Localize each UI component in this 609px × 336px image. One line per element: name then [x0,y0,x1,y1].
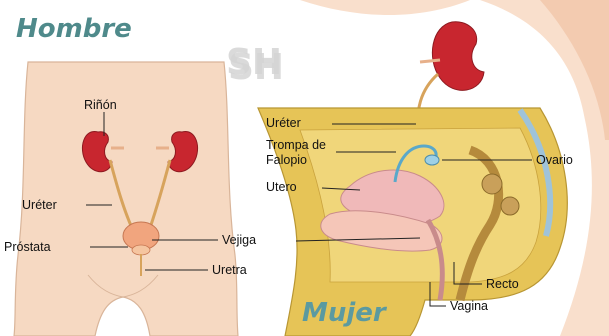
watermark-sh: SH [226,42,282,83]
female-kidney [432,22,484,91]
label-utero: Utero [266,180,297,194]
label-ureter-female: Uréter [266,116,301,130]
label-recto: Recto [486,277,519,291]
label-rinon: Riñón [84,98,117,112]
female-ovary [425,155,439,165]
label-uretra: Uretra [212,263,247,277]
label-ureter-male: Uréter [22,198,57,212]
female-figure [258,0,609,336]
label-vejiga: Vejiga [222,233,256,247]
title-mujer: Mujer [302,298,386,328]
label-ovario: Ovario [536,153,573,167]
title-hombre: Hombre [16,14,132,44]
label-trompa-line2: Falopio [266,153,307,167]
label-vagina: Vagina [450,299,488,313]
label-trompa-line1: Trompa de [266,138,326,152]
male-prostate [132,245,150,255]
label-prostata: Próstata [4,240,51,254]
